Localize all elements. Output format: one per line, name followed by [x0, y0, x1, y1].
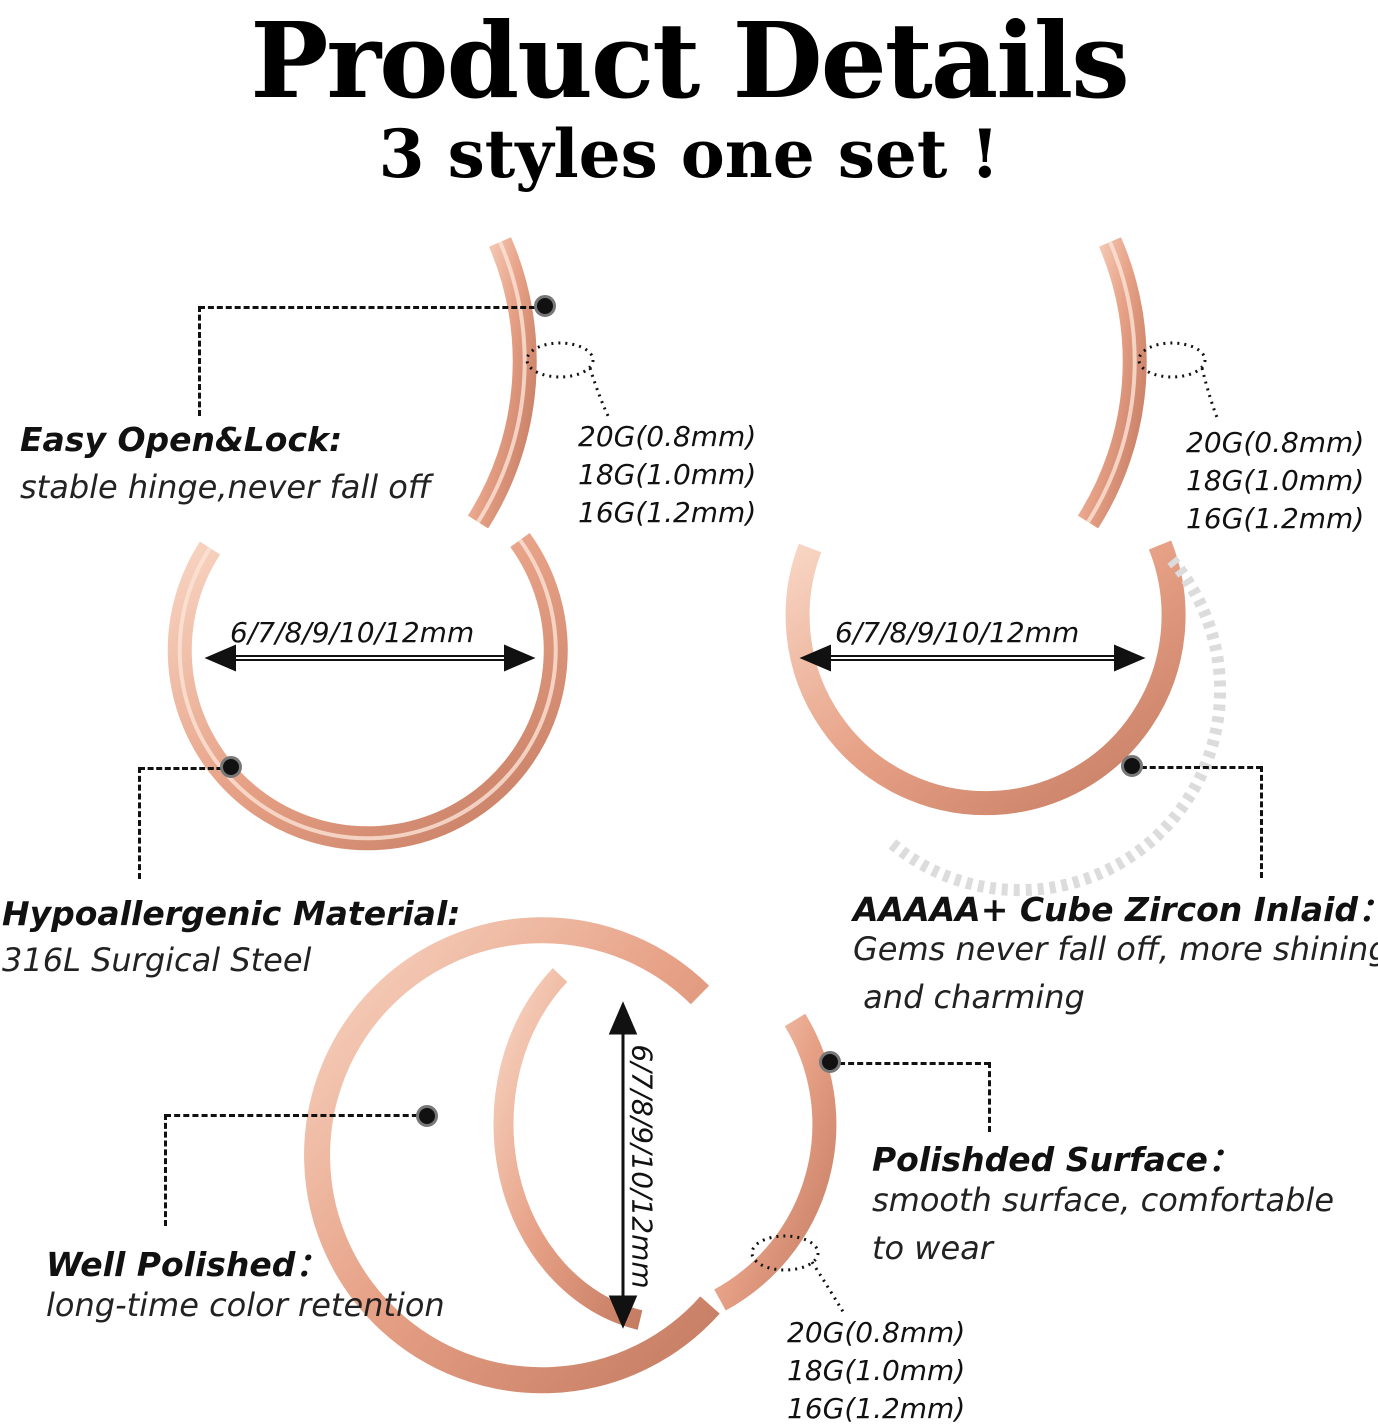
gauge-item: 20G(0.8mm) — [578, 420, 757, 453]
callout-line-surface-v — [988, 1062, 991, 1132]
callout-line-hypo-h — [139, 767, 231, 770]
gauge-list-3: 20G(0.8mm) 18G(1.0mm) 16G(1.2mm) — [787, 1314, 965, 1428]
callout-line-easy-lock-h — [199, 306, 544, 309]
gauge-item: 16G(1.2mm) — [578, 496, 757, 529]
callout-line-surface-h — [830, 1062, 990, 1065]
page-title: Product Details — [250, 0, 1130, 122]
feature-easy-lock-desc: stable hinge,never fall off — [20, 468, 431, 506]
size-label-1: 6/7/8/9/10/12mm — [230, 616, 475, 649]
gauge-item: 18G(1.0mm) — [787, 1354, 966, 1387]
callout-line-zircon-h — [1132, 766, 1262, 769]
double-hinged-ring — [304, 917, 837, 1394]
feature-well-polished-desc: long-time color retention — [46, 1286, 445, 1324]
gauge-item: 20G(0.8mm) — [1186, 426, 1365, 459]
gauge-item: 18G(1.0mm) — [578, 458, 757, 491]
feature-hypo-title: Hypoallergenic Material: — [2, 894, 461, 933]
feature-surface-title: Polishded Surface： — [872, 1140, 1241, 1179]
plain-hinged-ring — [167, 237, 568, 851]
callout-dot-easy-lock — [534, 295, 556, 317]
feature-easy-lock-title: Easy Open&Lock: — [20, 420, 343, 459]
diameter-arrow-3 — [608, 1001, 638, 1329]
feature-surface-desc-2: to wear — [872, 1229, 993, 1267]
feature-zircon-desc-1: Gems never fall off, more shining — [853, 930, 1378, 968]
callout-line-well-polished-h — [165, 1114, 427, 1117]
callout-dot-surface — [819, 1051, 841, 1073]
feature-hypo-desc: 316L Surgical Steel — [2, 941, 312, 979]
page-subtitle: 3 styles one set ! — [378, 115, 1000, 193]
callout-line-easy-lock-v — [198, 306, 201, 416]
callout-line-well-polished-v — [164, 1114, 167, 1226]
gauge-list-2: 20G(0.8mm) 18G(1.0mm) 16G(1.2mm) — [1186, 424, 1364, 538]
diameter-arrow-1 — [204, 644, 536, 672]
gauge-item: 16G(1.2mm) — [1186, 502, 1365, 535]
diameter-arrow-2 — [799, 644, 1146, 672]
feature-well-polished-title: Well Polished： — [46, 1245, 329, 1284]
callout-dot-zircon — [1121, 755, 1143, 777]
size-label-2: 6/7/8/9/10/12mm — [835, 616, 1080, 649]
gauge-item: 16G(1.2mm) — [787, 1392, 966, 1425]
callout-line-zircon-v — [1260, 766, 1263, 878]
callout-dot-well-polished — [416, 1105, 438, 1127]
gauge-item: 18G(1.0mm) — [1186, 464, 1365, 497]
gauge-callouts — [525, 341, 1220, 1316]
gauge-item: 20G(0.8mm) — [787, 1316, 966, 1349]
feature-zircon-title: AAAAA+ Cube Zircon Inlaid： — [853, 890, 1378, 929]
feature-surface-desc-1: smooth surface, comfortable — [872, 1181, 1334, 1219]
zircon-hinged-ring — [785, 237, 1227, 897]
feature-zircon-desc-2: and charming — [853, 978, 1085, 1016]
callout-line-hypo-v — [138, 767, 141, 879]
gauge-list-1: 20G(0.8mm) 18G(1.0mm) 16G(1.2mm) — [578, 418, 756, 532]
size-label-3: 6/7/8/9/10/12mm — [625, 1044, 659, 1289]
callout-dot-hypo — [220, 756, 242, 778]
